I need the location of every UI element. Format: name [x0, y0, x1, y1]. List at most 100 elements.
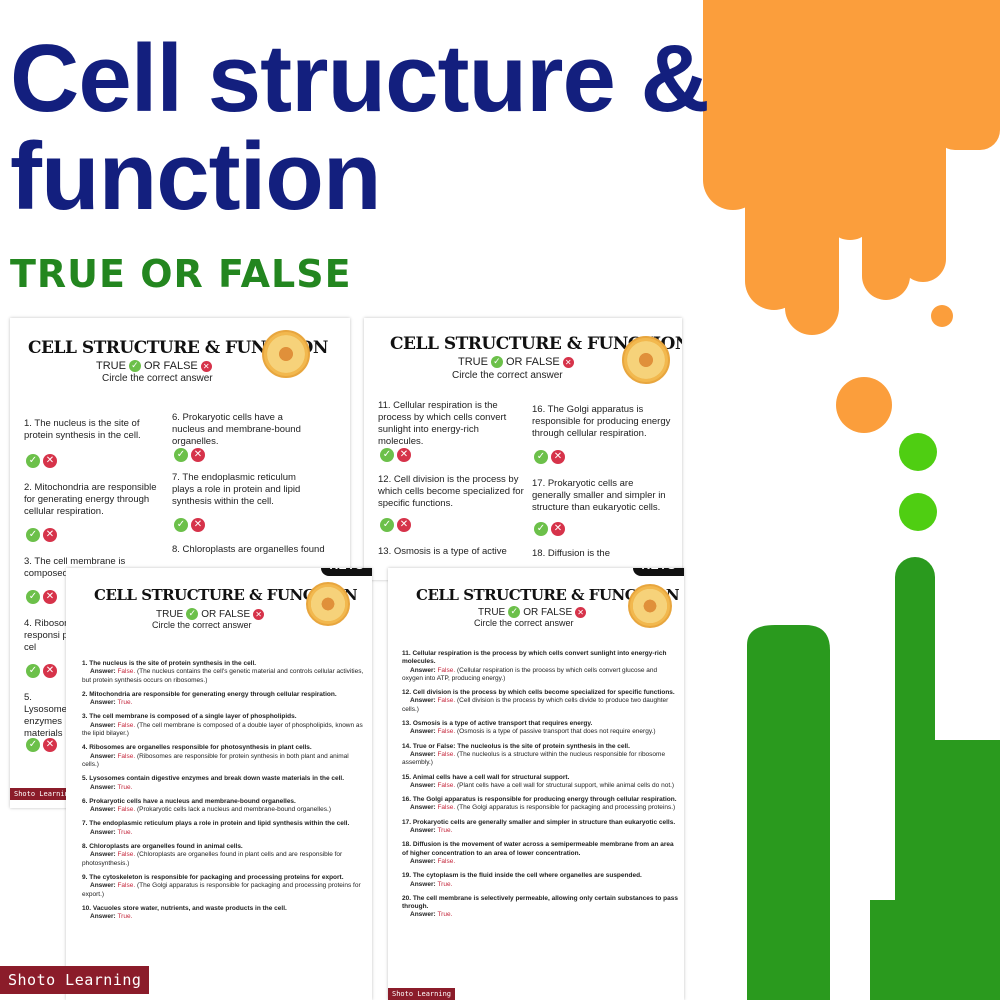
key-question: 9. The cytoskeleton is responsible for p…: [82, 873, 344, 881]
key-question: 11. Cellular respiration is the process …: [402, 650, 667, 666]
key-explanation: (Ribosomes are responsible for protein s…: [82, 752, 349, 768]
worksheet-title: CELL STRUCTURE & FUNCTION: [390, 334, 682, 354]
cross-icon[interactable]: ✕: [551, 450, 565, 464]
question-item: 4. Ribosomes responsi plant cel: [24, 618, 84, 653]
answer-key-item: 7. The endoplasmic reticulum plays a rol…: [82, 820, 364, 837]
answer-key-item: 19. The cytoplasm is the fluid inside th…: [402, 872, 678, 889]
question-item: 17. Prokaryotic cells are generally smal…: [532, 478, 666, 513]
answer-key-item: 14. True or False: The nucleolus is the …: [402, 743, 678, 768]
key-answer: Answer: False. (The cell membrane is com…: [82, 721, 363, 738]
brand-label: Shoto Learning: [10, 788, 78, 800]
answer-options: ✓✕: [380, 518, 411, 532]
key-explanation: (Cell division is the process by which c…: [402, 697, 669, 713]
question-item: 5. Lysosomes enzymes materials: [24, 692, 72, 739]
true-or-false-label: TRUE✓OR FALSE✕: [156, 608, 265, 620]
keys-badge: KEYS: [633, 568, 684, 576]
instruction: Circle the correct answer: [102, 373, 213, 384]
key-answer-value: True.: [117, 783, 133, 791]
key-question: 12. Cell division is the process by whic…: [402, 689, 675, 697]
cross-icon[interactable]: ✕: [43, 738, 57, 752]
key-explanation: (The Golgi apparatus is responsible for …: [82, 882, 361, 898]
key-answer: Answer: False. (Cell division is the pro…: [402, 697, 669, 713]
cross-icon[interactable]: ✕: [43, 664, 57, 678]
answer-key-item: 12. Cell division is the process by whic…: [402, 689, 678, 714]
cross-icon[interactable]: ✕: [43, 454, 57, 468]
green-bars: [747, 557, 1000, 1000]
answer-key-list: 11. Cellular respiration is the process …: [402, 650, 678, 926]
cross-icon[interactable]: ✕: [397, 448, 411, 462]
key-answer-value: False.: [117, 721, 136, 729]
answer-key-item: 2. Mitochondria are responsible for gene…: [82, 691, 364, 708]
key-answer: Answer: False. (The Golgi apparatus is r…: [82, 882, 361, 898]
check-icon[interactable]: ✓: [26, 590, 40, 604]
shoto-learning-badge: Shoto Learning: [0, 966, 150, 994]
cross-icon[interactable]: ✕: [191, 448, 205, 462]
answer-key-item: 10. Vacuoles store water, nutrients, and…: [82, 905, 364, 922]
answer-key-item: 15. Animal cells have a cell wall for st…: [402, 774, 678, 791]
answer-options: ✓✕: [534, 450, 565, 464]
key-answer-value: True.: [437, 827, 453, 835]
answer-options: ✓✕: [26, 738, 57, 752]
question-item: 13. Osmosis is a type of active: [378, 546, 507, 557]
brand-label: Shoto Learning: [388, 988, 456, 1000]
check-icon[interactable]: ✓: [380, 518, 394, 532]
check-icon[interactable]: ✓: [174, 448, 188, 462]
key-explanation: (Prokaryotic cells lack a nucleus and me…: [136, 806, 331, 814]
key-answer: Answer: False.: [410, 857, 456, 865]
key-question: 13. Osmosis is a type of active transpor…: [402, 720, 593, 728]
worksheet-title: CELL STRUCTURE & FUNCTION: [94, 586, 358, 604]
key-answer: Answer: False. (The nucleolus is a struc…: [402, 750, 666, 767]
key-question: 20. The cell membrane is selectively per…: [402, 894, 679, 911]
cross-icon: ✕: [200, 360, 212, 372]
key-explanation: (Chloroplasts are organelles found in pl…: [82, 851, 343, 867]
check-icon: ✓: [128, 360, 141, 372]
instruction: Circle the correct answer: [152, 620, 252, 630]
true-or-false-label: TRUE✓OR FALSE✕: [96, 360, 212, 372]
cross-icon[interactable]: ✕: [43, 528, 57, 542]
cross-icon: ✕: [575, 606, 587, 618]
answer-key-item: 13. Osmosis is a type of active transpor…: [402, 720, 678, 737]
instruction: Circle the correct answer: [474, 618, 574, 628]
cross-icon: ✕: [562, 356, 574, 368]
question-item: 16. The Golgi apparatus is responsible f…: [532, 404, 671, 439]
answer-key-item: 16. The Golgi apparatus is responsible f…: [402, 796, 678, 813]
check-icon[interactable]: ✓: [26, 738, 40, 752]
answer-key-item: 17. Prokaryotic cells are generally smal…: [402, 819, 678, 836]
answer-key-item: 9. The cytoskeleton is responsible for p…: [82, 874, 364, 899]
key-question: 1. The nucleus is the site of protein sy…: [82, 660, 257, 667]
cross-icon[interactable]: ✕: [551, 522, 565, 536]
check-icon[interactable]: ✓: [26, 454, 40, 468]
question-item: 7. The endoplasmic reticulum plays a rol…: [172, 472, 301, 507]
check-icon[interactable]: ✓: [26, 664, 40, 678]
cross-icon[interactable]: ✕: [43, 590, 57, 604]
key-answer-value: False.: [437, 728, 456, 736]
key-question: 15. Animal cells have a cell wall for st…: [402, 773, 570, 781]
key-explanation: (Cellular respiration is the process by …: [402, 666, 658, 682]
key-answer-value: False.: [437, 857, 456, 865]
check-icon[interactable]: ✓: [534, 450, 548, 464]
key-question: 3. The cell membrane is composed of a si…: [82, 713, 297, 721]
key-explanation: (Plant cells have a cell wall for struct…: [456, 781, 675, 789]
worksheet-title: CELL STRUCTURE & FUNCTION: [416, 586, 680, 604]
question-item: 2. Mitochondria are responsible for gene…: [24, 482, 157, 517]
key-question: 14. True or False: The nucleolus is the …: [402, 742, 630, 750]
cell-illustration: [628, 584, 672, 628]
answer-options: ✓✕: [380, 448, 411, 462]
worksheet-page-2: CELL STRUCTURE & FUNCTION TRUE✓OR FALSE✕…: [364, 318, 682, 580]
answer-key-item: 5. Lysosomes contain digestive enzymes a…: [82, 775, 364, 792]
check-icon[interactable]: ✓: [174, 518, 188, 532]
check-icon[interactable]: ✓: [534, 522, 548, 536]
cross-icon[interactable]: ✕: [397, 518, 411, 532]
key-answer: Answer: False. (Plant cells have a cell …: [410, 781, 675, 789]
check-icon[interactable]: ✓: [380, 448, 394, 462]
page-title: Cell structure & function: [10, 25, 710, 230]
answer-key-item: 11. Cellular respiration is the process …: [402, 650, 678, 683]
key-answer-value: False.: [117, 668, 136, 676]
cell-illustration: [622, 336, 670, 384]
question-item: 8. Chloroplasts are organelles found: [172, 544, 325, 555]
answer-options: ✓✕: [174, 518, 205, 532]
check-icon[interactable]: ✓: [26, 528, 40, 542]
true-or-false-label: TRUE✓OR FALSE✕: [458, 356, 574, 368]
cross-icon[interactable]: ✕: [191, 518, 205, 532]
key-answer: Answer: True.: [410, 827, 453, 835]
